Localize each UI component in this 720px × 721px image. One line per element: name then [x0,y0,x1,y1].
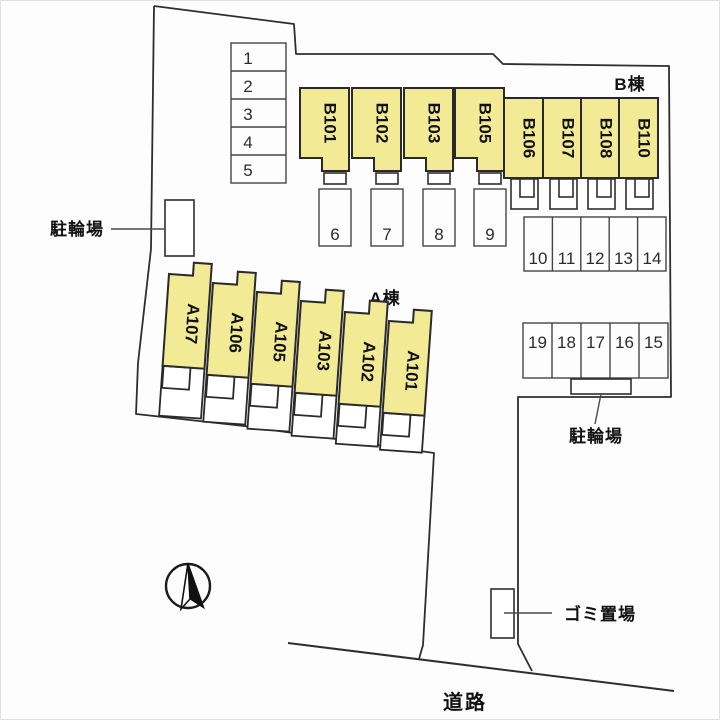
parking-stall-6: 6 [330,225,339,244]
parking-stall-1: 1 [243,49,252,68]
parking-column-left: 1 2 3 4 5 [230,42,287,184]
parking-stall-10: 10 [529,249,548,268]
unit-b107: B107 [542,97,583,210]
bicycle-parking-left-label: 駐輪場 [50,219,104,239]
bicycle-parking-right-label: 駐輪場 [569,426,623,446]
unit-b110: B110 [618,97,659,210]
unit-a101-label: A101 [401,350,423,392]
parking-stall-18: 18 [557,333,576,352]
parking-stall-9: 9 [485,225,494,244]
building-b-label: B棟 [614,74,645,94]
parking-stall-17: 17 [586,333,605,352]
unit-b103-label: B103 [425,103,444,144]
unit-a105: A105 [246,279,301,433]
site-boundary-left [135,5,435,660]
unit-a107-label: A107 [181,303,203,345]
parking-stall-14: 14 [643,249,662,268]
parking-stall-15: 15 [644,333,663,352]
unit-b105-label: B105 [476,103,495,144]
parking-stall-3: 3 [243,105,252,124]
unit-b110-label: B110 [635,118,654,158]
unit-b107-label: B107 [559,118,578,159]
unit-b102-label: B102 [373,103,392,144]
unit-a106: A106 [202,270,257,426]
garbage-area: ゴミ置場 [490,588,636,639]
parking-row-mid: 6 7 8 9 [318,188,507,247]
bicycle-parking-left: 駐輪場 [50,199,195,257]
parking-stall-4: 4 [243,133,252,152]
parking-stall-7: 7 [382,225,391,244]
parking-stall-8: 8 [434,225,443,244]
unit-a107: A107 [158,261,213,420]
unit-a101: A101 [379,308,433,454]
parking-stall-5: 5 [243,161,252,180]
road-line [287,642,675,692]
site-boundary-right [153,5,672,672]
unit-a105-label: A105 [269,321,291,363]
garbage-area-label: ゴミ置場 [564,604,636,624]
unit-b103: B103 [403,87,454,185]
unit-b105: B105 [454,87,505,185]
parking-stall-11: 11 [558,249,576,268]
parking-stall-19: 19 [528,333,547,352]
unit-b106: B106 [503,97,544,210]
bicycle-parking-right: 駐輪場 [569,378,632,446]
parking-stall-13: 13 [614,249,633,268]
parking-stall-2: 2 [243,77,252,96]
road-label: 道路 [443,690,487,714]
unit-a103: A103 [290,288,345,440]
north-compass-icon [164,562,212,612]
unit-a102-label: A102 [357,341,379,383]
unit-b101-label: B101 [321,103,340,144]
unit-b108-label: B108 [597,118,616,159]
parking-stall-16: 16 [615,333,634,352]
unit-b102: B102 [351,87,402,185]
unit-a106-label: A106 [225,312,247,354]
unit-b108: B108 [580,97,621,210]
parking-stall-12: 12 [586,249,605,268]
unit-a103-label: A103 [313,330,335,372]
unit-b106-label: B106 [520,118,539,159]
parking-row-lower-right: 19 18 17 16 15 [522,322,669,379]
unit-a102: A102 [334,299,389,448]
unit-b101: B101 [299,87,350,185]
parking-row-upper-right: 10 11 12 13 14 [523,216,667,272]
